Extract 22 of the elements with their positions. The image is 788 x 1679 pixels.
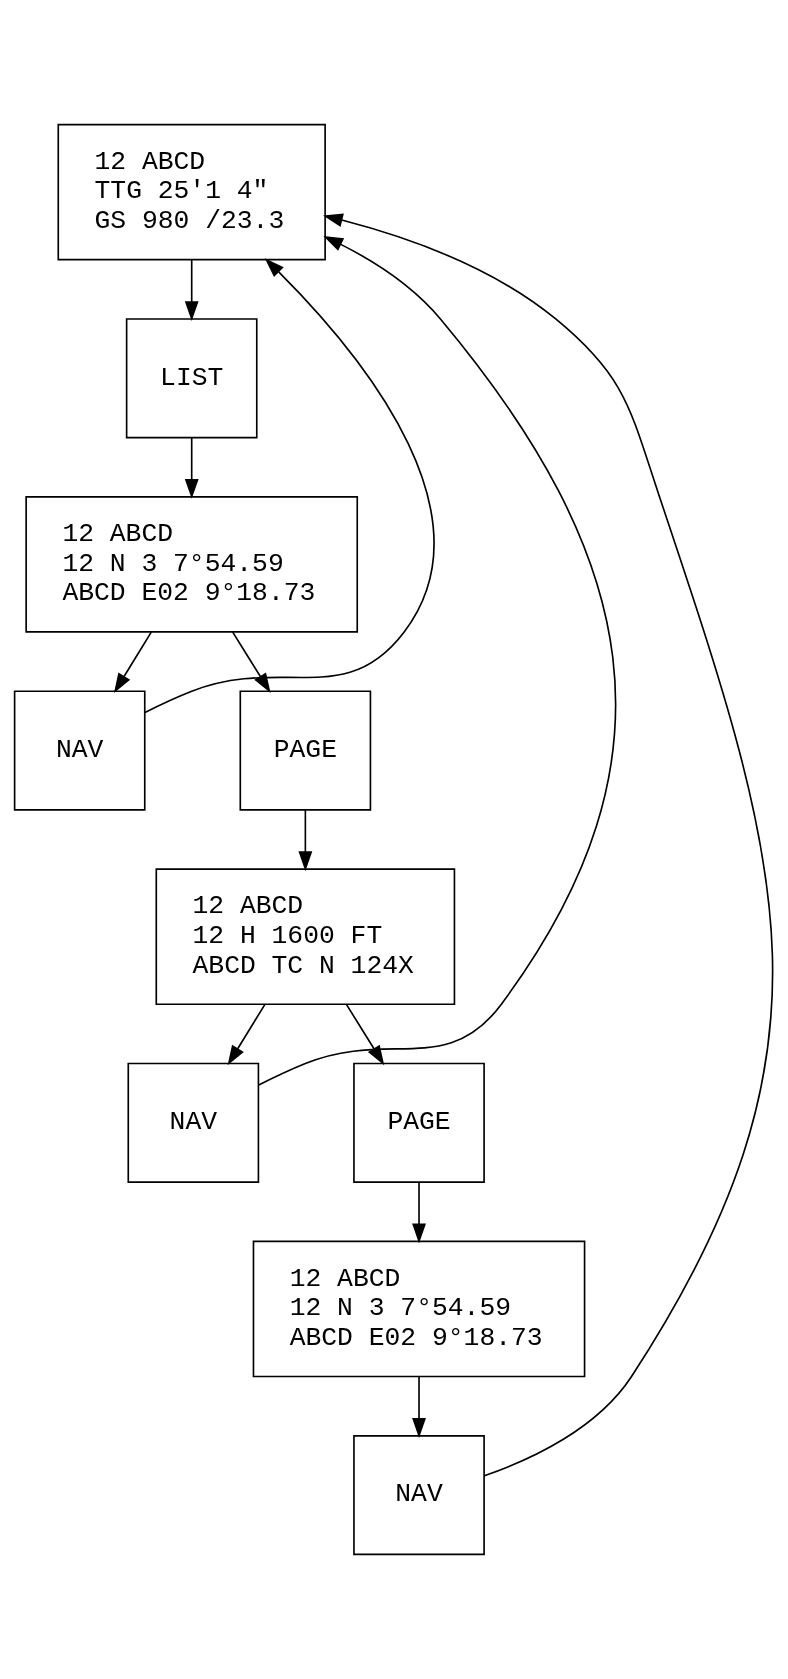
- arrow: [184, 436, 199, 499]
- arrow: [345, 1003, 385, 1066]
- node-box: 12 ABCD 12 H 1600 FT ABCD TC N 124X: [155, 868, 456, 1006]
- node-box: NAV: [13, 690, 146, 811]
- arrow: [412, 1375, 426, 1438]
- node-box: PAGE: [239, 690, 372, 811]
- arrow: [184, 258, 199, 322]
- arrow: [227, 1003, 266, 1066]
- node-box: 12 ABCD 12 N 3 7°54.59 ABCD E02 9°18.73: [25, 496, 359, 633]
- node-box: LIST: [125, 318, 258, 439]
- node-box: NAV: [127, 1062, 260, 1183]
- arrow: [257, 235, 617, 1086]
- arrow: [323, 213, 774, 1477]
- arrow: [231, 631, 271, 693]
- arrow: [113, 631, 153, 693]
- node-box: NAV: [353, 1435, 485, 1556]
- arrow: [412, 1181, 426, 1244]
- arrow: [298, 809, 313, 872]
- arrow: [144, 258, 435, 714]
- node-box: PAGE: [353, 1062, 485, 1183]
- node-box: 12 ABCD TTG 25'1 4" GS 980 /23.3: [57, 123, 326, 261]
- node-box: 12 ABCD 12 N 3 7°54.59 ABCD E02 9°18.73: [252, 1240, 586, 1378]
